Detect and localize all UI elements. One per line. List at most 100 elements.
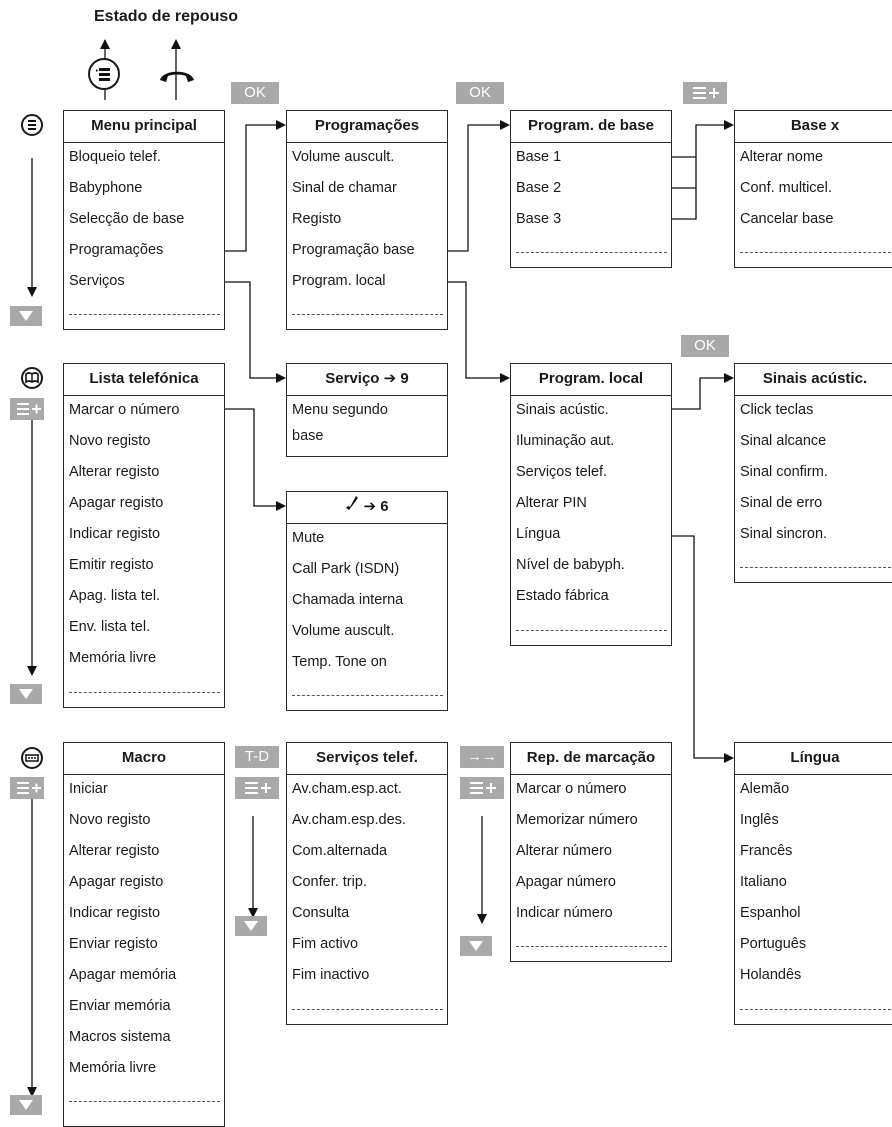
end-call-handset-icon[interactable] [157,63,197,85]
list-item[interactable]: Call Park (ISDN) [292,561,400,577]
list-item[interactable]: Alterar registo [69,843,160,859]
list-item[interactable]: Alterar nome [740,149,824,165]
list-item[interactable]: Apagar registo [69,874,164,890]
list-item[interactable]: Bloqueio telef. [69,149,161,165]
list-item[interactable]: Fim activo [292,936,359,952]
list-item[interactable]: Selecção de base [69,211,185,227]
list-item[interactable]: Holandês [740,967,802,983]
list-item[interactable]: Fim inactivo [292,967,370,983]
list-item[interactable]: Alemão [740,781,790,797]
list-item[interactable]: Sinal de chamar [292,180,397,196]
list-item[interactable]: Enviar memória [69,998,171,1014]
list-item[interactable]: Indicar registo [69,526,161,542]
list-item[interactable]: Av.cham.esp.des. [292,812,406,828]
list-item[interactable]: Chamada interna [292,592,404,608]
list-item[interactable]: Apag. lista tel. [69,588,161,604]
list-item[interactable]: Marcar o número [516,781,627,797]
list-item[interactable]: Confer. trip. [292,874,367,890]
menu-lista-telefonica: Lista telefónica Marcar o número Novo re… [63,363,225,708]
list-item[interactable]: Sinal sincron. [740,526,828,542]
divider [292,1009,443,1010]
list-item[interactable]: Base 2 [516,180,562,196]
list-item[interactable]: Marcar o número [69,402,180,418]
ok-key-2[interactable]: OK [456,82,504,104]
list-item[interactable]: Alterar PIN [516,495,587,511]
list-item[interactable]: Alterar registo [69,464,160,480]
list-item[interactable]: Av.cham.esp.act. [292,781,402,797]
list-item[interactable]: Sinal confirm. [740,464,828,480]
list-item[interactable]: Nível de babyph. [516,557,625,573]
list-add-key-icon-top[interactable] [683,82,727,104]
list-item[interactable]: Memória livre [69,1060,157,1076]
handset-icon [345,492,359,522]
list-item[interactable]: Apagar registo [69,495,164,511]
down-key-icon-2[interactable] [10,684,42,704]
list-item[interactable]: Consulta [292,905,350,921]
redial-key[interactable]: →→ [460,746,504,768]
list-item[interactable]: Mute [292,530,325,546]
list-item[interactable]: Alterar número [516,843,612,859]
list-add-key-icon[interactable] [10,398,44,420]
list-item[interactable]: Espanhol [740,905,801,921]
heading-idle-state: Estado de repouso [94,8,239,25]
talk-disconnect-key[interactable]: T-D [235,746,279,768]
list-add-key-icon-services[interactable] [235,777,279,799]
list-item[interactable]: Click teclas [740,402,814,418]
list-item[interactable]: Temp. Tone on [292,654,387,670]
list-item[interactable]: Novo registo [69,433,151,449]
list-item[interactable]: Cancelar base [740,211,834,227]
list-item[interactable]: Sinais acústic. [516,402,609,418]
list-item[interactable]: Emitir registo [69,557,154,573]
ok-key-3[interactable]: OK [681,335,729,357]
list-item[interactable]: Memória livre [69,650,157,666]
list-item[interactable]: Português [740,936,807,952]
list-item[interactable]: Serviços telef. [516,464,608,480]
list-item[interactable]: Sinal alcance [740,433,827,449]
list-item[interactable]: Volume auscult. [292,149,395,165]
list-item[interactable]: Programações [69,242,164,258]
list-item[interactable]: Sinal de erro [740,495,823,511]
list-item[interactable]: Iniciar [69,781,108,797]
down-key-icon-3[interactable] [10,1095,42,1115]
menu-key-icon[interactable] [88,58,120,90]
list-add-key-icon-macro[interactable] [10,777,44,799]
phonebook-key-icon[interactable] [21,367,43,389]
menu-key-icon-left[interactable] [21,114,43,136]
down-key-icon-4[interactable] [235,916,267,936]
list-item[interactable]: Indicar registo [69,905,161,921]
list-item[interactable]: Base 3 [516,211,562,227]
list-item[interactable]: Registo [292,211,342,227]
list-item[interactable]: Inglês [740,812,779,828]
down-key-icon-1[interactable] [10,306,42,326]
list-item[interactable]: Serviços [69,273,125,289]
list-item[interactable]: base [292,428,324,444]
list-item[interactable]: Macros sistema [69,1029,171,1045]
list-item[interactable]: Enviar registo [69,936,158,952]
list-item[interactable]: Apagar número [516,874,616,890]
ok-key-1[interactable]: OK [231,82,279,104]
down-key-icon-5[interactable] [460,936,492,956]
macro-key-icon[interactable] [21,747,43,769]
list-item[interactable]: Italiano [740,874,787,890]
list-item[interactable]: Estado fábrica [516,588,609,604]
list-item[interactable]: Com.alternada [292,843,388,859]
menu-title: Base x [735,111,892,143]
menu-lingua: Língua Alemão Inglês Francês Italiano Es… [734,742,892,1025]
list-item[interactable]: Iluminação aut. [516,433,615,449]
list-item[interactable]: Conf. multicel. [740,180,832,196]
list-item[interactable]: Volume auscult. [292,623,395,639]
list-add-key-icon-redial[interactable] [460,777,504,799]
list-item[interactable]: Babyphone [69,180,143,196]
list-item[interactable]: Língua [516,526,561,542]
menu-title: Programações [287,111,447,143]
list-item[interactable]: Memorizar número [516,812,638,828]
list-item[interactable]: Base 1 [516,149,562,165]
list-item[interactable]: Novo registo [69,812,151,828]
list-item[interactable]: Menu segundo [292,402,388,418]
list-item[interactable]: Indicar número [516,905,613,921]
list-item[interactable]: Program. local [292,273,386,289]
list-item[interactable]: Env. lista tel. [69,619,151,635]
list-item[interactable]: Francês [740,843,793,859]
list-item[interactable]: Apagar memória [69,967,177,983]
list-item[interactable]: Programação base [292,242,415,258]
